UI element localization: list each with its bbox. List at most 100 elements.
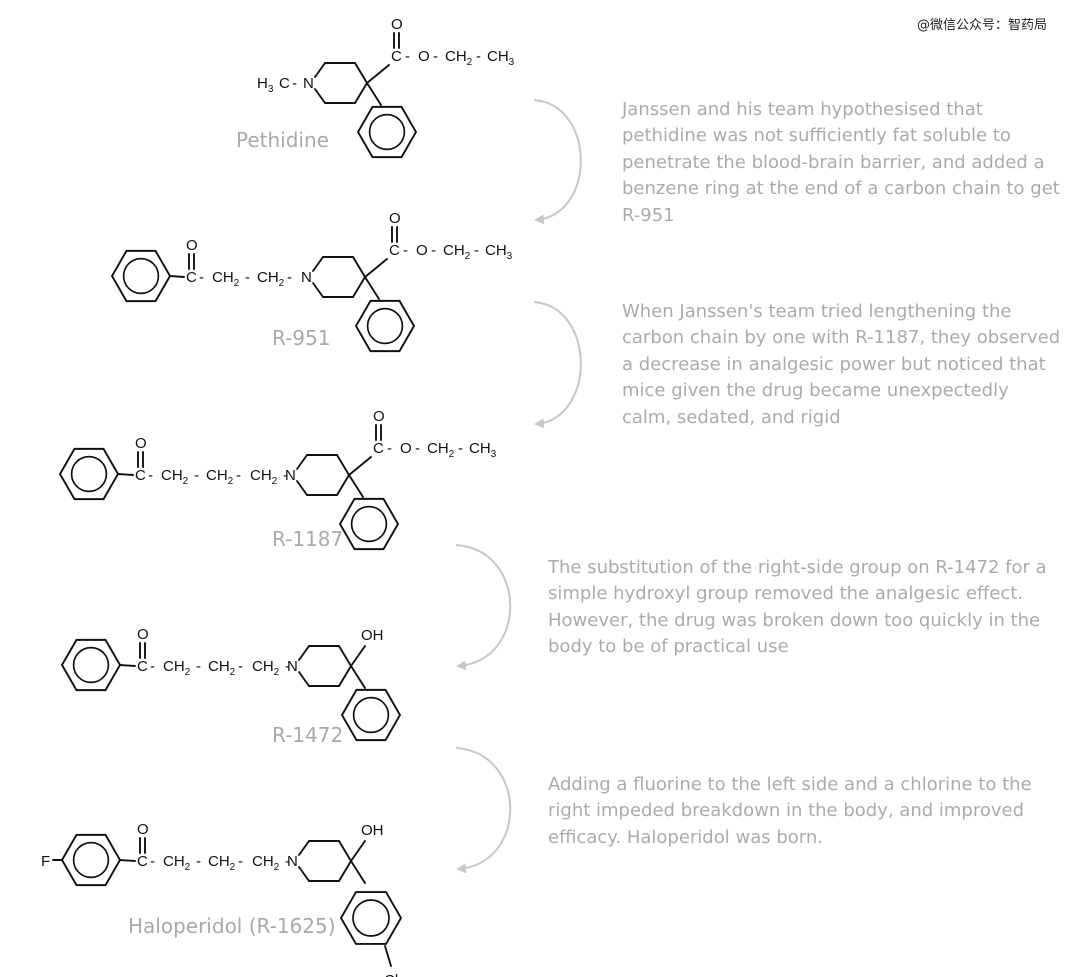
haloperidol-keto-oxygen: O — [137, 821, 149, 838]
pethidine-phenyl-bond — [366, 82, 382, 106]
r1472-ring-bond — [338, 665, 352, 687]
haloperidol-chain-dash: - — [196, 853, 201, 870]
r1472-keto-carbon: C — [137, 658, 148, 675]
r1472-chain-ch2: CH2 — [252, 658, 280, 678]
compound-name-r1187: R-1187 — [272, 527, 344, 551]
haloperidol-ring-bond — [338, 840, 352, 862]
r1187-left-phenyl-ring — [58, 447, 120, 501]
r1187-ester-dash: - — [387, 440, 392, 457]
arrow-pethidine-to-r951 — [533, 99, 582, 225]
pethidine-ethyl-ch2: CH2 — [445, 48, 473, 68]
pethidine-ring-bond — [314, 62, 326, 78]
r951-chain-dash: - — [199, 269, 204, 286]
r951-chain-dash: - — [245, 269, 250, 286]
r951-phenyl-ring — [354, 299, 416, 353]
r951-chain-ch2: CH2 — [212, 269, 240, 289]
r1187-ring-bond — [296, 480, 308, 496]
r951-left-phenyl-ring-aromatic — [122, 257, 160, 295]
r951-ester-bond — [364, 258, 388, 278]
haloperidol-chain-ch2: CH2 — [252, 853, 280, 873]
pethidine-ester-carbon: C — [391, 48, 402, 65]
haloperidol-hydroxyl-bond — [350, 840, 366, 862]
r1187-ester-dash: - — [415, 440, 420, 457]
r951-ester-carbon: C — [389, 242, 400, 259]
pethidine-phenyl-ring — [356, 105, 418, 159]
compound-name-pethidine: Pethidine — [236, 128, 329, 152]
pethidine-methyl-h3: H3 — [257, 75, 274, 95]
haloperidol-ring-bond — [338, 860, 352, 882]
r1472-chain-dash: - — [285, 658, 290, 675]
r951-left-phenyl-ring — [110, 249, 172, 303]
pethidine-ester-dash: - — [405, 48, 410, 65]
r1472-hydroxyl-group: OH — [361, 627, 384, 644]
watermark: @微信公众号：智药局 — [916, 18, 1047, 33]
r1472-chain-dash: - — [238, 658, 243, 675]
haloperidol-chain-dash: - — [285, 853, 290, 870]
note-pethidine-to-r951: Janssen and his team hypothesised that p… — [622, 99, 1060, 226]
r1472-chain-dash: - — [196, 658, 201, 675]
r1187-left-phenyl-ring-aromatic — [70, 455, 108, 493]
haloperidol-phenyl-bond — [350, 860, 366, 884]
r1187-keto-carbon: C — [135, 467, 146, 484]
r1472-chain-ch2: CH2 — [163, 658, 191, 678]
pethidine-ring-bond — [354, 62, 368, 84]
note-r1187-to-r1472: The substitution of the right-side group… — [548, 557, 1047, 658]
r1472-ring-bond — [298, 671, 310, 687]
compound-name-r951: R-951 — [272, 326, 331, 350]
r1187-ethyl-ch2: CH2 — [427, 440, 455, 460]
haloperidol-nitrogen-atom: N — [287, 853, 298, 870]
pethidine-ester-dash: - — [476, 48, 481, 65]
haloperidol-keto-carbon: C — [137, 853, 148, 870]
r1187-ester-dash: - — [458, 440, 463, 457]
r1187-ring-bond — [336, 454, 350, 476]
haloperidol-fluorine-atom: F — [41, 853, 50, 870]
pethidine-ester-dash: - — [433, 48, 438, 65]
r951-ring-bond — [312, 282, 324, 298]
r951-ethyl-ch3: CH3 — [485, 242, 513, 262]
haloperidol-ring-bond — [298, 840, 310, 856]
haloperidol-chain-dash: - — [150, 853, 155, 870]
r951-ester-dash: - — [431, 242, 436, 259]
r951-ester-oxygen: O — [416, 242, 428, 259]
r1187-chain-ch2: CH2 — [206, 467, 234, 487]
pethidine-ethyl-ch3: CH3 — [487, 48, 515, 68]
r1187-nitrogen-atom: N — [285, 467, 296, 484]
pethidine-methyl-dash: - — [292, 75, 297, 92]
pethidine-phenyl-ring-aromatic — [368, 113, 406, 151]
arrow-r1472-to-haloperidol — [455, 747, 512, 874]
r1187-ester-bond — [348, 456, 372, 476]
r951-ester-dash: - — [474, 242, 479, 259]
pethidine-carbonyl-oxygen: O — [391, 16, 403, 33]
r1187-ring-bond — [336, 474, 350, 496]
haloperidol-chain-dash: - — [238, 853, 243, 870]
r1187-phenyl-ring — [338, 497, 400, 551]
haloperidol-chlorine-atom: Cl — [384, 972, 398, 977]
haloperidol-chlorophenyl-ring — [339, 891, 403, 945]
haloperidol-chain-ch2: CH2 — [208, 853, 236, 873]
r1472-ring-bond — [298, 645, 310, 661]
r1187-chain-dash: - — [236, 467, 241, 484]
pethidine-ester-bond — [366, 64, 390, 84]
note-r1472-to-haloperidol: Adding a fluorine to the left side and a… — [548, 774, 1032, 848]
r951-chain-dash: - — [287, 269, 292, 286]
r951-phenyl-ring-aromatic — [366, 307, 404, 345]
r1187-phenyl-ring-aromatic — [350, 505, 388, 543]
r1472-chain-ch2: CH2 — [208, 658, 236, 678]
haloperidol-chlorophenyl-ring-aromatic — [352, 899, 390, 937]
haloperidol-ring-bond — [298, 866, 310, 882]
r1187-phenyl-bond — [348, 474, 364, 498]
r1187-chain-ch2: CH2 — [161, 467, 189, 487]
haloperidol-chain-bond — [119, 859, 136, 862]
r1187-ethyl-ch3: CH3 — [469, 440, 497, 460]
haloperidol-left-phenyl-ring-aromatic — [72, 841, 110, 879]
r1187-chain-ch2: CH2 — [250, 467, 278, 487]
r1472-keto-oxygen: O — [137, 626, 149, 643]
r951-ring-bond — [312, 256, 324, 272]
r1187-ester-oxygen: O — [400, 440, 412, 457]
pethidine-ester-oxygen: O — [418, 48, 430, 65]
r1187-chain-dash: - — [194, 467, 199, 484]
pethidine-ring-bond — [314, 88, 326, 104]
r1472-left-phenyl-ring — [60, 638, 122, 692]
